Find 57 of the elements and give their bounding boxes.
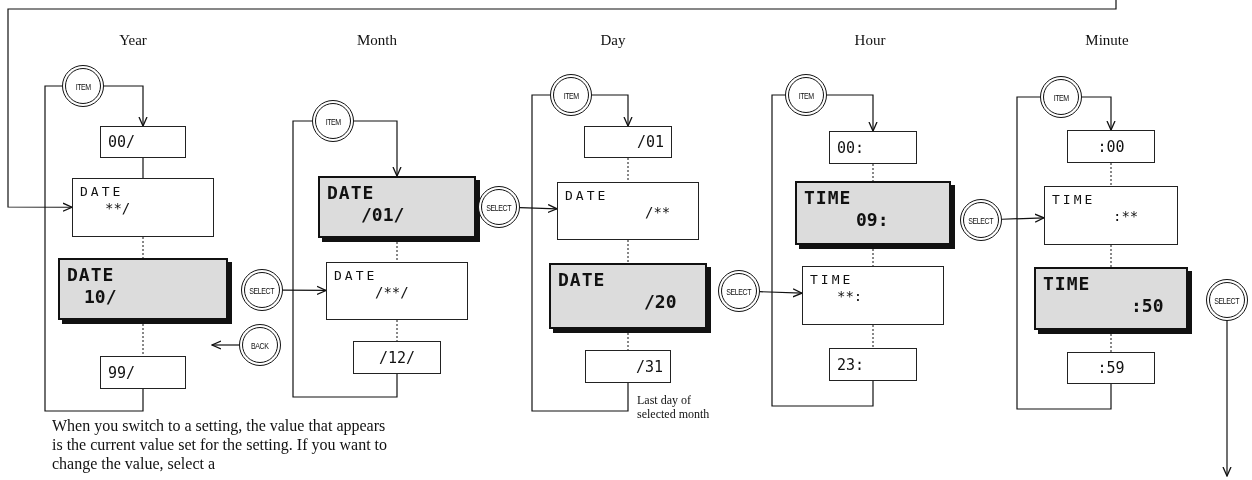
arrow bbox=[1081, 96, 1116, 131]
display-box: :00 bbox=[1067, 130, 1155, 163]
column-heading: Day bbox=[600, 32, 626, 49]
connector-line bbox=[1110, 162, 1112, 187]
arrow bbox=[353, 120, 402, 177]
display-box: /12/ bbox=[353, 341, 441, 374]
column-heading: Year bbox=[119, 32, 147, 49]
display-box: :59 bbox=[1067, 352, 1155, 384]
button-symbol: ITEM bbox=[785, 74, 827, 116]
display-box: DATE /** bbox=[557, 182, 699, 240]
button-symbol: ITEM bbox=[62, 65, 104, 107]
display-box: DATE /**/ bbox=[326, 262, 468, 320]
connector-line bbox=[872, 324, 874, 349]
column-heading: Month bbox=[357, 32, 397, 49]
arrow bbox=[211, 340, 240, 350]
display-box: 23: bbox=[829, 348, 917, 381]
arrow bbox=[591, 94, 633, 127]
button-symbol: SELECT bbox=[960, 199, 1002, 241]
display-box: /31 bbox=[585, 350, 671, 383]
arrow bbox=[1001, 213, 1045, 223]
connector-line bbox=[1016, 96, 1112, 410]
connector-line bbox=[44, 85, 144, 412]
connector-line bbox=[627, 239, 629, 264]
arrow bbox=[7, 0, 1117, 212]
arrow bbox=[826, 94, 878, 132]
connector-line bbox=[142, 236, 144, 259]
connector-line bbox=[771, 94, 874, 407]
display-box: TIME :** bbox=[1044, 186, 1178, 245]
column-heading: Hour bbox=[854, 32, 886, 49]
column-heading: Minute bbox=[1085, 32, 1129, 49]
connector-line bbox=[142, 157, 144, 179]
arrow bbox=[759, 288, 803, 298]
button-symbol: ITEM bbox=[550, 74, 592, 116]
connector-line bbox=[1110, 244, 1112, 268]
note-text: When you switch to a setting, the value that appears is the current value set for the setting. If you want to change the value, select a bbox=[52, 416, 388, 473]
button-symbol: SELECT bbox=[241, 269, 283, 311]
arrow bbox=[1222, 320, 1232, 477]
button-symbol: ITEM bbox=[1040, 76, 1082, 118]
connector-line bbox=[627, 157, 629, 183]
display-box: /01 bbox=[584, 126, 672, 158]
arrow bbox=[519, 203, 558, 214]
connector-line bbox=[531, 94, 629, 412]
button-symbol: BACK bbox=[239, 324, 281, 366]
connector-line bbox=[872, 163, 874, 182]
button-symbol: SELECT bbox=[718, 270, 760, 312]
display-box: 00/ bbox=[100, 126, 186, 158]
display-box: 99/ bbox=[100, 356, 186, 389]
connector-line bbox=[292, 120, 398, 398]
display-box: 00: bbox=[829, 131, 917, 164]
button-symbol: SELECT bbox=[1206, 279, 1248, 321]
arrow bbox=[103, 85, 148, 127]
arrow bbox=[282, 285, 327, 296]
display-box: TIME **: bbox=[802, 266, 944, 325]
display-box: DATE **/ bbox=[72, 178, 214, 237]
note-text: Last day of selected month bbox=[637, 393, 711, 421]
button-symbol: SELECT bbox=[478, 186, 520, 228]
button-symbol: ITEM bbox=[312, 100, 354, 142]
